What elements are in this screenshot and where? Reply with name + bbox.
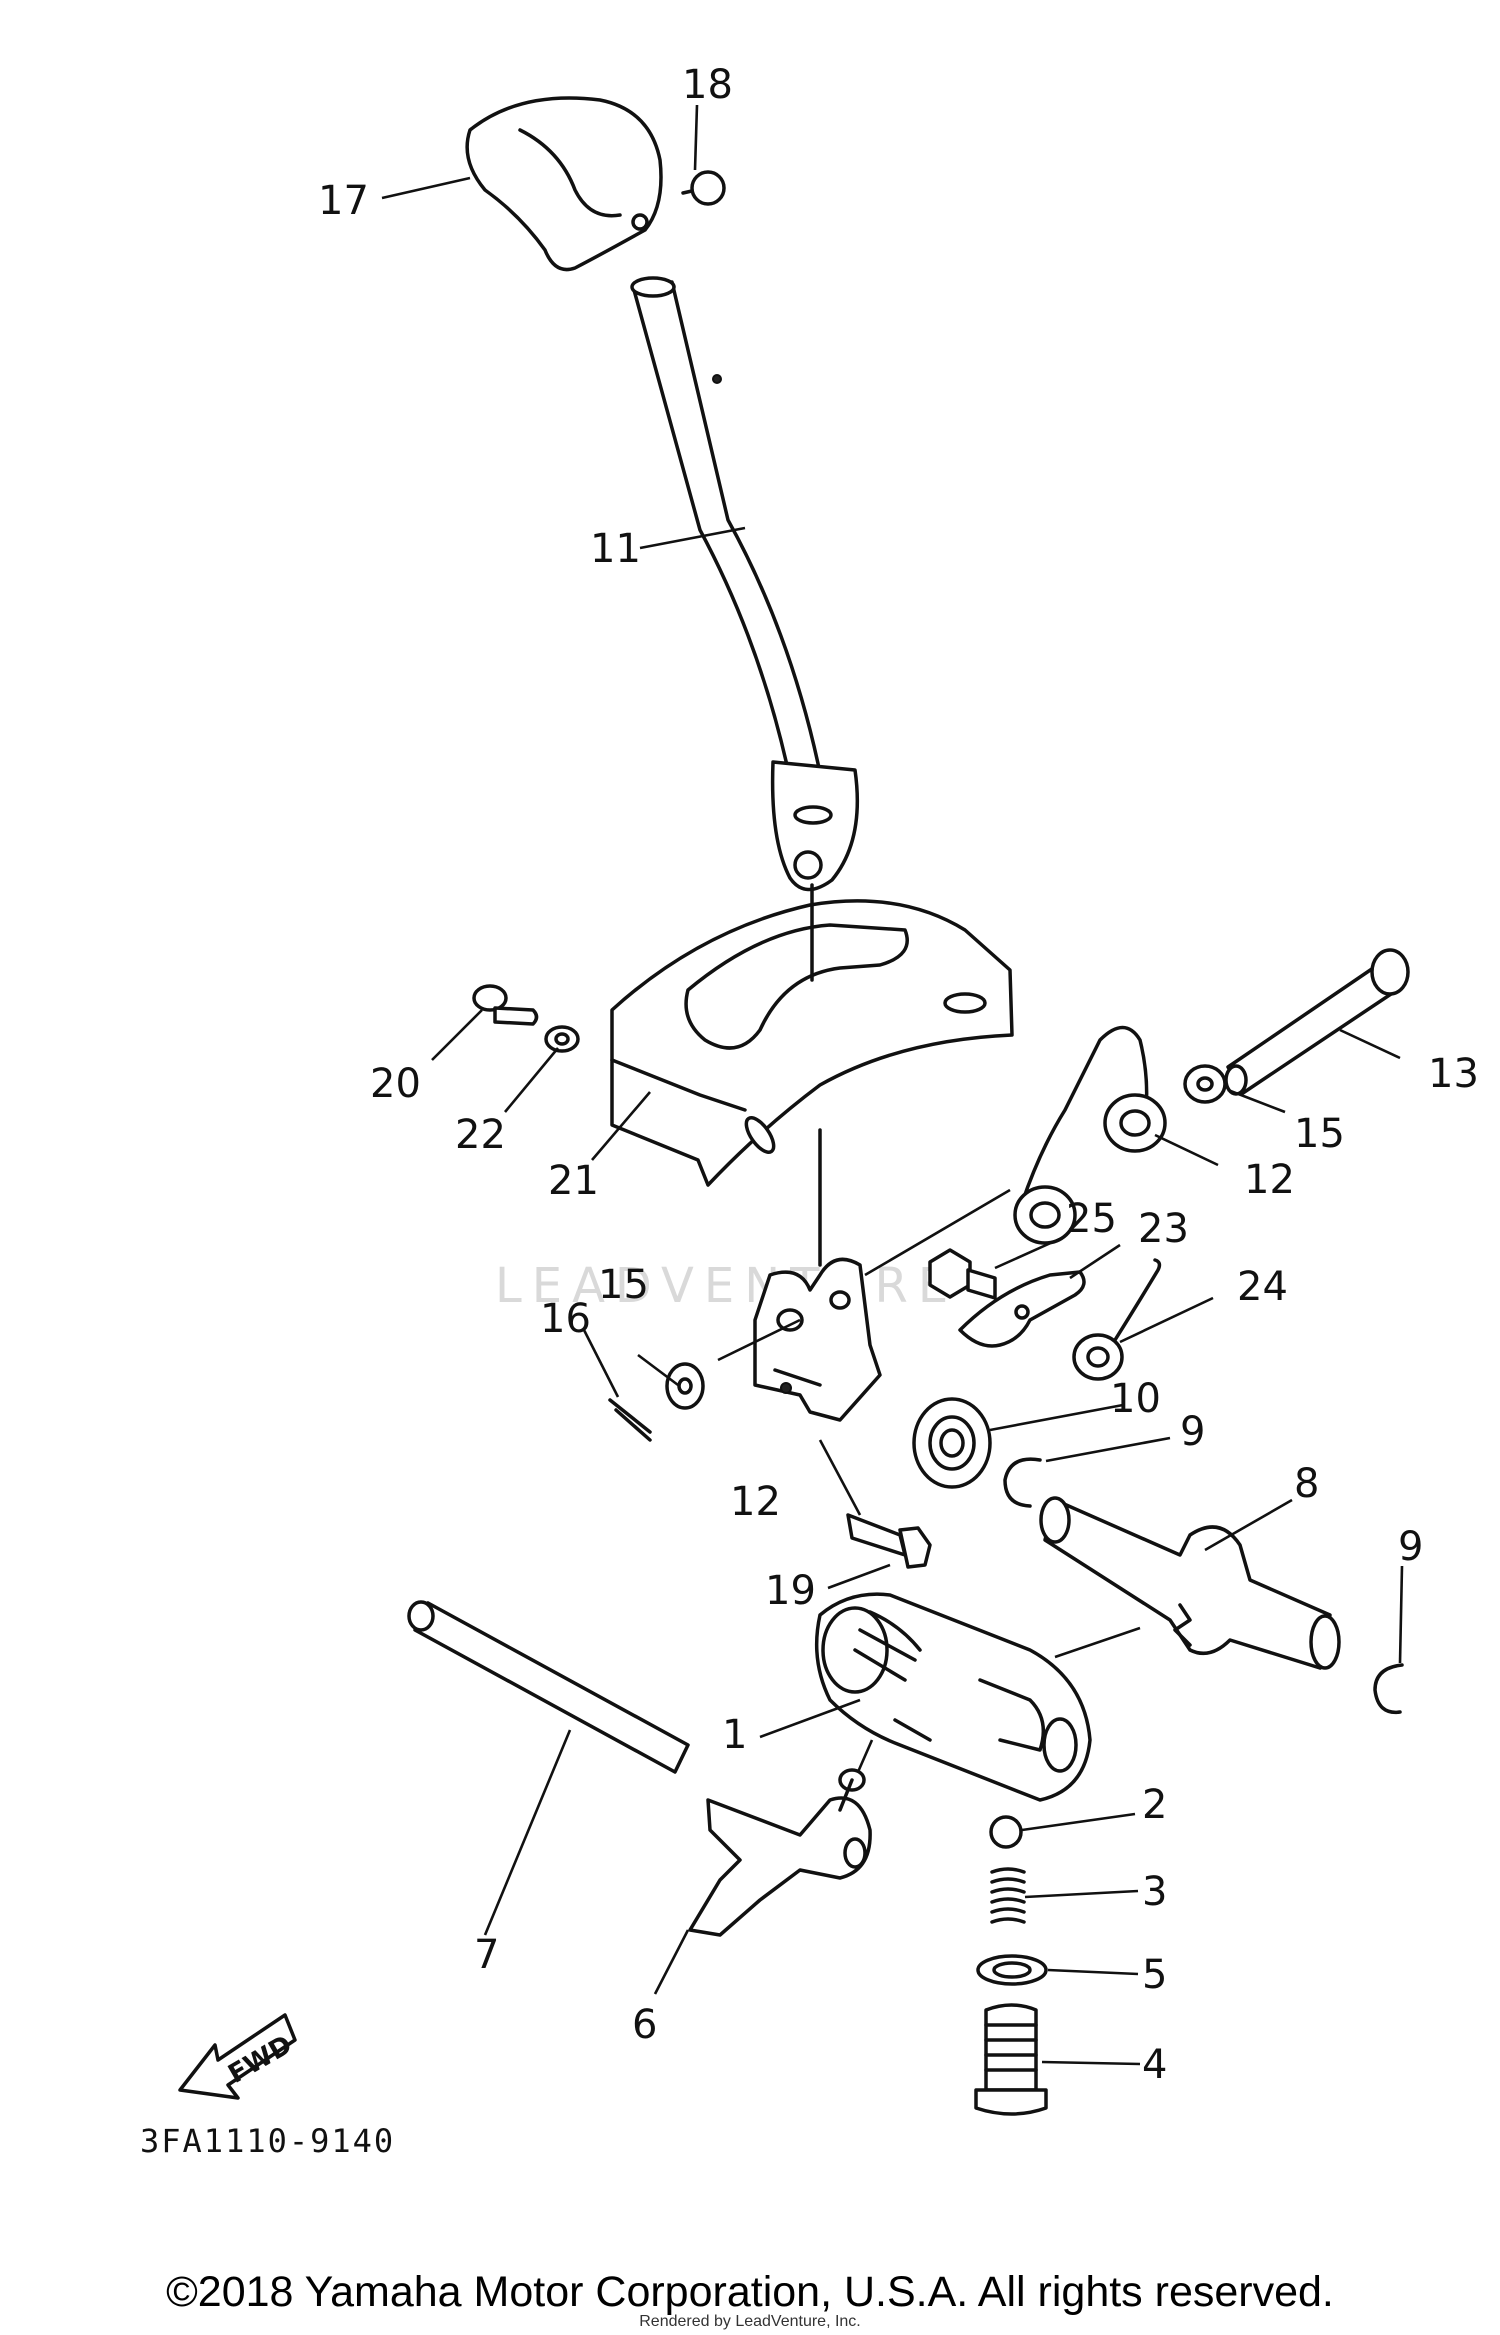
copyright-notice: ©2018 Yamaha Motor Corporation, U.S.A. A… xyxy=(166,2268,1334,2316)
callout-7: 7 xyxy=(474,1932,499,1978)
gasket xyxy=(976,1954,1048,1986)
callout-10: 10 xyxy=(1110,1376,1161,1422)
callout-16: 16 xyxy=(540,1296,591,1342)
bracket-washer xyxy=(665,1362,705,1410)
shift-drum xyxy=(814,1592,1092,1802)
callout-5: 5 xyxy=(1142,1952,1167,1998)
callout-12-label: 12 xyxy=(730,1479,781,1525)
torsion-spring xyxy=(1013,1025,1167,1245)
lever-bracket xyxy=(753,1257,882,1422)
forward-arrow: FWD xyxy=(178,2013,297,2100)
shift-lever-rod xyxy=(630,276,860,892)
callout-8: 8 xyxy=(1294,1461,1319,1507)
shift-fork xyxy=(688,1768,872,1937)
callout-15-upper: 15 xyxy=(1294,1111,1345,1157)
shift-shaft xyxy=(1039,1496,1341,1670)
callout-4: 4 xyxy=(1142,2042,1167,2088)
shaft-washer xyxy=(1183,1064,1227,1104)
callout-19: 19 xyxy=(765,1568,816,1614)
callout-13: 12 xyxy=(1244,1157,1295,1203)
callout-6: 6 xyxy=(632,2002,657,2048)
stopper-spring xyxy=(1072,1258,1162,1381)
callout-9-upper: 9 xyxy=(1180,1409,1205,1455)
stopper-bolt xyxy=(928,1248,997,1300)
callout-15-lower: 15 xyxy=(598,1262,649,1308)
callout-24: 24 xyxy=(1237,1264,1288,1310)
callout-22: 22 xyxy=(455,1112,506,1158)
circlip-lower xyxy=(1373,1663,1404,1715)
callout-11: 11 xyxy=(590,526,641,572)
callout-20: 20 xyxy=(370,1061,421,1107)
oil-seal xyxy=(912,1397,992,1489)
detent-spring xyxy=(990,1867,1026,1924)
pivot-shaft xyxy=(1224,948,1410,1096)
render-credit: Rendered by LeadVenture, Inc. xyxy=(639,2313,861,2330)
plug-bolt xyxy=(974,2003,1048,2116)
knob-pin xyxy=(681,170,726,206)
callout-2: 2 xyxy=(1142,1782,1167,1828)
watermark-text: LEADVENTURE xyxy=(495,1258,958,1314)
detent-ball xyxy=(989,1815,1023,1849)
callout-23: 23 xyxy=(1138,1206,1189,1252)
callout-1: 1 xyxy=(722,1712,747,1758)
diagram-code: 3FA1110-9140 xyxy=(140,2122,395,2160)
circlip-upper xyxy=(1003,1457,1042,1508)
gate-bolt xyxy=(472,984,539,1026)
bracket-bolt xyxy=(846,1513,932,1569)
callout-9-lower: 9 xyxy=(1398,1524,1423,1570)
callout-3: 3 xyxy=(1142,1869,1167,1915)
callout-labels: 17 18 11 20 22 21 13 15 12 25 23 24 15 1… xyxy=(318,62,1479,2088)
callout-17: 17 xyxy=(318,178,369,224)
shift-gate xyxy=(610,883,1014,1267)
cotter-pin xyxy=(608,1398,652,1442)
shift-fork-rod xyxy=(407,1600,690,1774)
callout-21: 21 xyxy=(548,1158,599,1204)
callout-18: 18 xyxy=(682,62,733,108)
shift-knob xyxy=(465,96,663,272)
callout-25: 25 xyxy=(1066,1196,1117,1242)
stopper-lever xyxy=(958,1270,1086,1348)
callout-14: 13 xyxy=(1428,1051,1479,1097)
gate-washer xyxy=(544,1025,580,1053)
